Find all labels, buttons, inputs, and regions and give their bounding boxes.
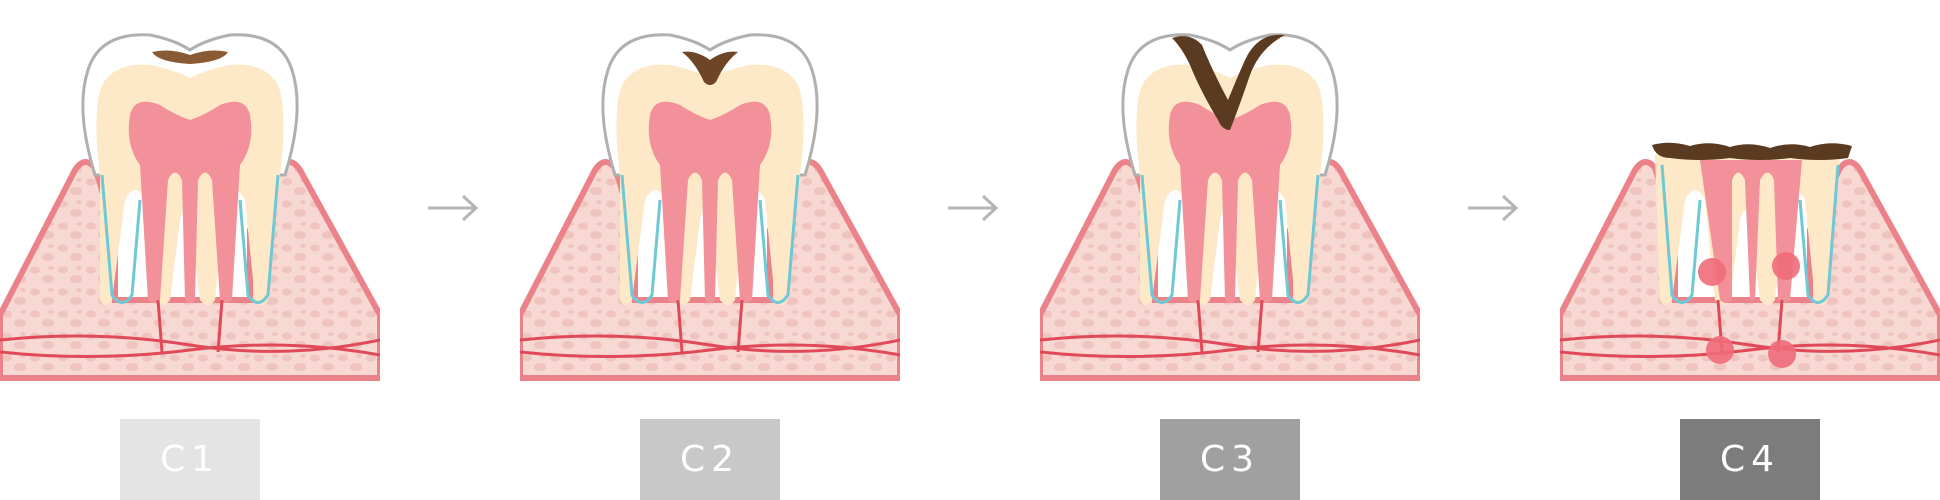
stage-label-c4: C4 (1680, 419, 1820, 500)
dentin (1655, 155, 1840, 305)
arrow-2 (948, 188, 999, 233)
inflammation (1698, 258, 1726, 286)
decay (682, 51, 738, 85)
pulp (1168, 101, 1292, 304)
stage-label-c3: C3 (1160, 419, 1300, 500)
inflammation (1768, 340, 1796, 368)
stage-c3 (1040, 0, 1420, 400)
stage-c1 (0, 0, 380, 400)
stage-label-c2: C2 (640, 419, 780, 500)
tooth-c3-illustration (1040, 33, 1420, 381)
stage-c4 (1560, 0, 1940, 400)
arrow-3 (1468, 188, 1519, 233)
decay (1652, 142, 1852, 160)
tooth-c2-illustration (520, 33, 900, 381)
tooth-c1-illustration (0, 33, 380, 381)
stage-label-c1: C1 (120, 419, 260, 500)
decay (152, 50, 228, 64)
arrow-1 (428, 188, 479, 233)
pulp (1700, 160, 1802, 303)
pulp (648, 101, 772, 304)
inflammation (1772, 252, 1800, 280)
tooth-c4-illustration (1560, 142, 1940, 381)
stage-c2 (520, 0, 900, 400)
pulp (128, 101, 252, 304)
inflammation (1706, 336, 1734, 364)
decay (1172, 34, 1285, 130)
